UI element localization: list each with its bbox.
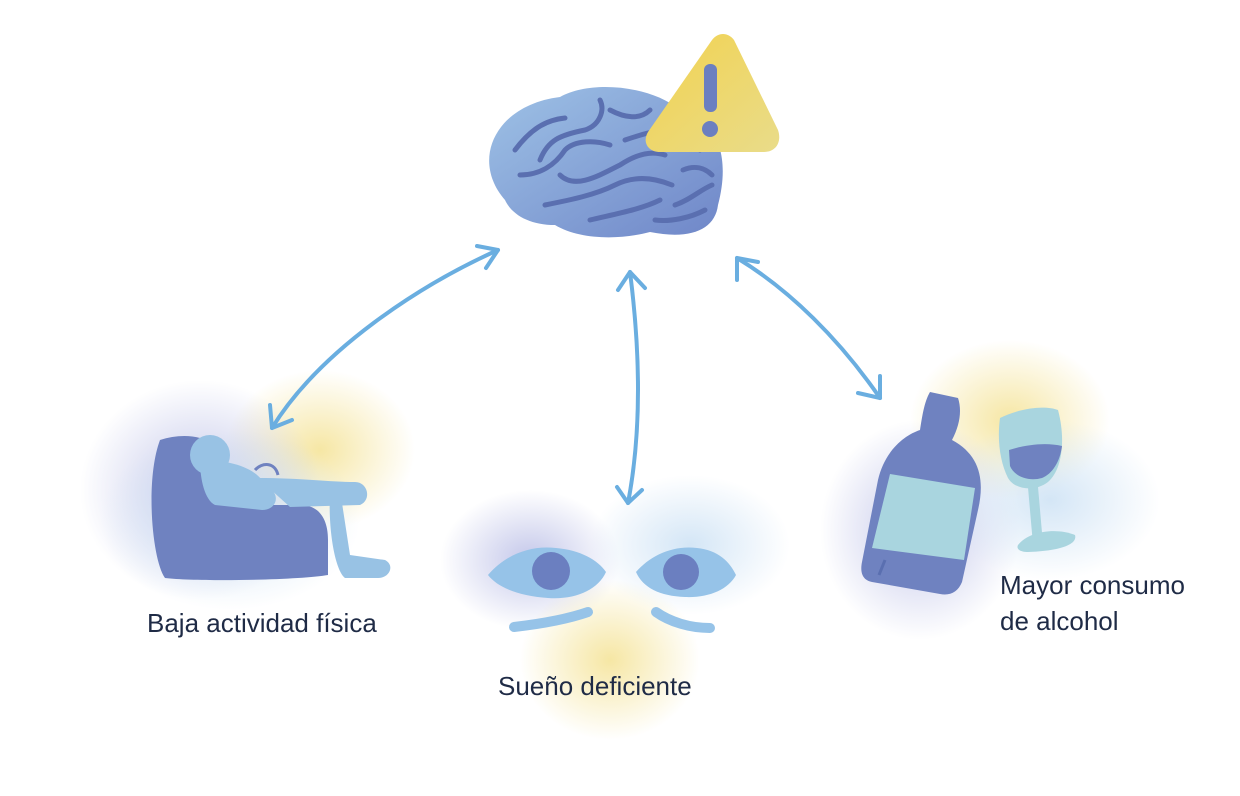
bottle-icon <box>861 392 981 595</box>
label-poor-sleep: Sueño deficiente <box>498 671 692 701</box>
arrow-brain-alcohol <box>735 256 882 400</box>
tired-eyes-icon <box>488 547 736 633</box>
person-on-sofa-icon <box>151 435 391 581</box>
label-alcohol-line-1: Mayor consumo <box>1000 570 1185 600</box>
arrow-brain-sleep <box>615 270 647 505</box>
label-low-physical-activity: Baja actividad física <box>147 608 377 638</box>
warning-triangle-icon <box>645 34 780 152</box>
arrows <box>268 244 882 505</box>
arrow-brain-activity <box>268 244 500 430</box>
label-alcohol-line-2: de alcohol <box>1000 606 1119 636</box>
wine-glass-icon <box>998 407 1076 552</box>
label-alcohol-consumption: Mayor consumo de alcohol <box>1000 567 1185 639</box>
